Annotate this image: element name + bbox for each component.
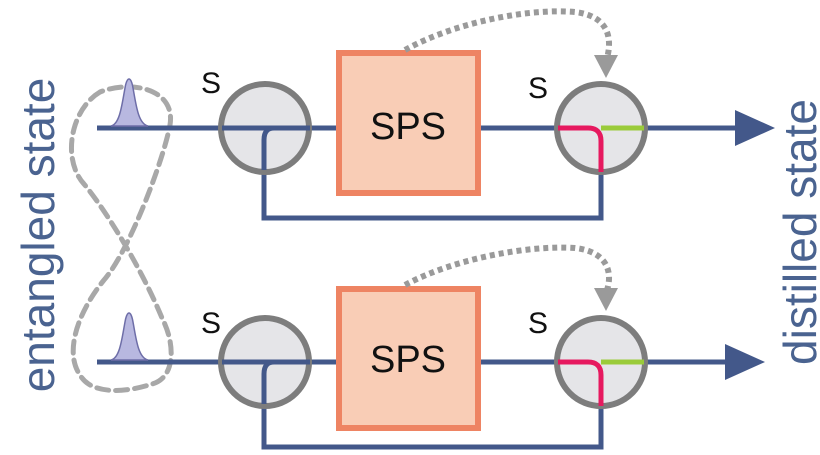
row-2-photon-pulse bbox=[110, 312, 149, 361]
row-2-feedback-arrow bbox=[403, 244, 613, 291]
row-1-photon-pulse bbox=[110, 78, 149, 127]
row-2-sps-box bbox=[336, 286, 481, 431]
row-2: S SPS S bbox=[97, 244, 765, 450]
row-2-sps-label: SPS bbox=[370, 339, 446, 381]
row-2-feedback-arrowhead bbox=[594, 288, 618, 311]
row-1-sps-label: SPS bbox=[370, 106, 446, 148]
output-state-label: distilled state bbox=[774, 99, 820, 365]
row-1-output-switch-label: S bbox=[528, 72, 548, 105]
row-2-input-switch bbox=[218, 315, 312, 409]
row-1-sps-box bbox=[336, 50, 481, 196]
row-2-output-switch bbox=[554, 315, 648, 409]
row-2-arrowhead bbox=[725, 344, 765, 380]
row-1-input-switch bbox=[218, 81, 312, 175]
row-1-input-switch-label: S bbox=[201, 67, 221, 100]
row-1-feedback-arrowhead bbox=[594, 55, 618, 78]
row-2-switch-path-red bbox=[558, 359, 604, 406]
row-1-arrowhead bbox=[735, 110, 775, 146]
row-1: S SPS S bbox=[97, 8, 775, 221]
row-1-output-switch bbox=[554, 81, 648, 175]
row-2-input-switch-label: S bbox=[201, 307, 221, 340]
row-1-switch-path-red bbox=[558, 125, 604, 172]
input-state-label: entangled state bbox=[12, 77, 64, 393]
row-2-output-switch-label: S bbox=[528, 307, 548, 340]
row-1-feedback-arrow bbox=[403, 8, 613, 59]
entanglement-loop bbox=[69, 84, 174, 393]
